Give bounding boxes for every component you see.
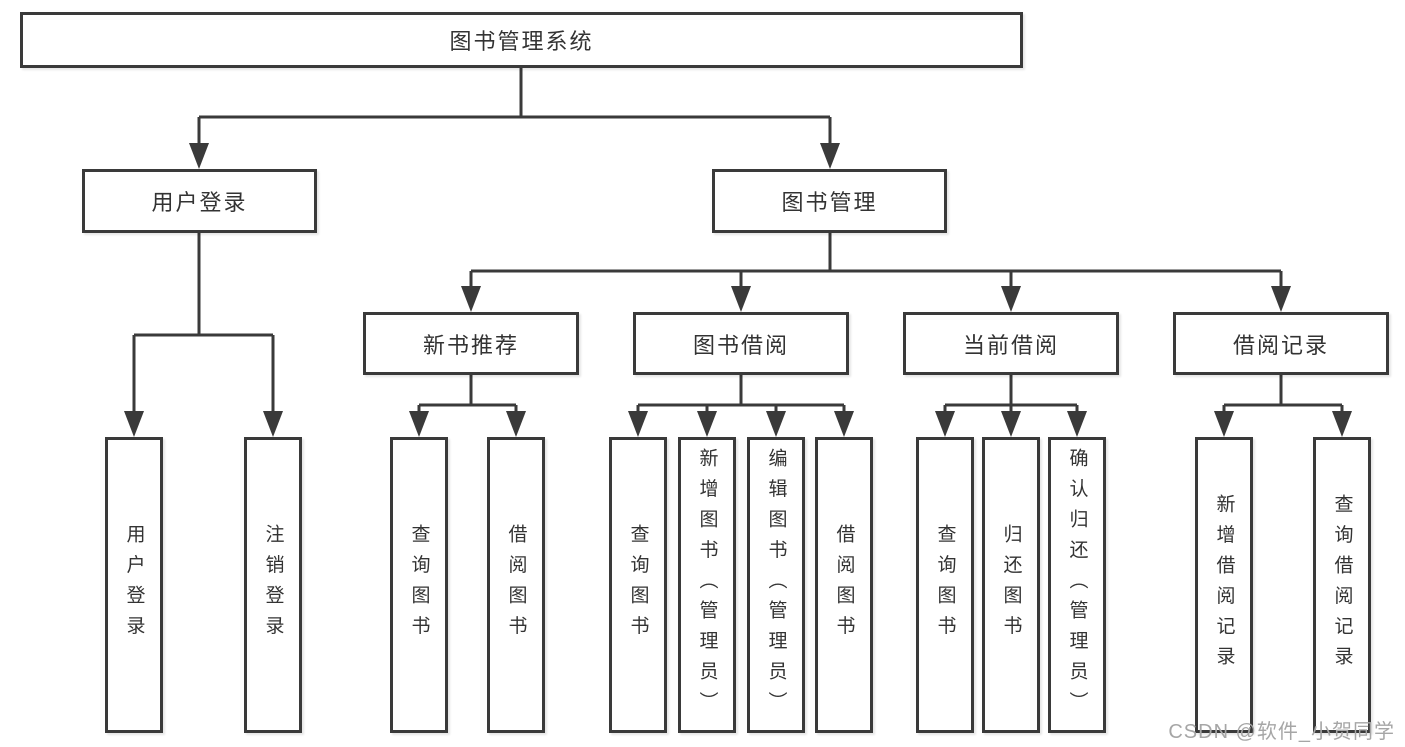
leaf-box-query-books-current: 查询图书 (916, 437, 974, 733)
arrowhead-icon (1001, 411, 1021, 437)
leaf-label-query-books-recommend: 查询图书 (408, 524, 430, 646)
leaf-label-query-borrow-record: 查询借阅记录 (1331, 493, 1353, 677)
leaf-label-add-books-admin: 新增图书（管理员） (696, 448, 718, 722)
node-label-user-login: 用户登录 (151, 190, 248, 215)
leaf-box-query-books-borrow: 查询图书 (609, 437, 667, 733)
connector-borrow-to-leaves (628, 375, 854, 437)
leaf-box-borrow-books-recommend: 借阅图书 (487, 437, 545, 733)
node-box-root: 图书管理系统 (20, 12, 1023, 68)
leaf-label-add-borrow-record: 新增借阅记录 (1213, 493, 1235, 677)
arrowhead-icon (506, 411, 526, 437)
node-label-new-book-recommend: 新书推荐 (422, 332, 519, 358)
leaf-label-edit-books-admin: 编辑图书（管理员） (765, 448, 787, 722)
leaf-label-borrow-books: 借阅图书 (833, 524, 855, 646)
leaf-box-return-books: 归还图书 (982, 437, 1040, 733)
arrowhead-icon (409, 411, 429, 437)
node-box-user-login: 用户登录 (82, 169, 317, 233)
arrowhead-icon (766, 411, 786, 437)
csdn-watermark: CSDN @软件_小贺同学 (1168, 721, 1395, 743)
leaf-label-confirm-return-admin: 确认归还（管理员） (1066, 448, 1088, 722)
arrowhead-icon (1067, 411, 1087, 437)
node-box-book-borrow: 图书借阅 (633, 312, 849, 375)
connector-recommend-to-leaves (409, 375, 526, 437)
arrowhead-icon (461, 286, 481, 312)
node-label-root: 图书管理系统 (449, 29, 594, 54)
leaf-box-query-borrow-record: 查询借阅记录 (1313, 437, 1371, 733)
node-box-book-management: 图书管理 (712, 169, 947, 233)
leaf-label-query-books-current: 查询图书 (934, 524, 956, 646)
node-label-borrow-records: 借阅记录 (1232, 332, 1329, 358)
leaf-label-logout: 注销登录 (262, 524, 284, 646)
connector-current-to-leaves (935, 375, 1087, 437)
leaf-box-query-books-recommend: 查询图书 (390, 437, 448, 733)
leaf-box-add-books-admin: 新增图书（管理员） (678, 437, 736, 733)
node-label-book-management: 图书管理 (781, 190, 878, 215)
connector-bookmgmt-to-level3 (461, 233, 1291, 312)
leaf-label-return-books: 归还图书 (1000, 524, 1022, 646)
node-box-new-book-recommend: 新书推荐 (363, 312, 579, 375)
arrowhead-icon (628, 411, 648, 437)
leaf-box-confirm-return-admin: 确认归还（管理员） (1048, 437, 1106, 733)
leaf-label-borrow-books-recommend: 借阅图书 (505, 524, 527, 646)
leaf-label-user-login: 用户登录 (123, 524, 145, 646)
leaf-box-edit-books-admin: 编辑图书（管理员） (747, 437, 805, 733)
arrowhead-icon (263, 411, 283, 437)
connector-root-to-level2 (189, 68, 840, 169)
node-label-book-borrow: 图书借阅 (692, 332, 789, 358)
arrowhead-icon (1214, 411, 1234, 437)
leaf-box-add-borrow-record: 新增借阅记录 (1195, 437, 1253, 733)
connector-records-to-leaves (1214, 375, 1352, 437)
arrowhead-icon (1001, 286, 1021, 312)
arrowhead-icon (697, 411, 717, 437)
leaf-box-borrow-books: 借阅图书 (815, 437, 873, 733)
arrowhead-icon (1271, 286, 1291, 312)
arrowhead-icon (834, 411, 854, 437)
arrowhead-icon (124, 411, 144, 437)
arrowhead-icon (935, 411, 955, 437)
node-box-current-borrow: 当前借阅 (903, 312, 1119, 375)
connector-userlogin-to-leaves (124, 233, 283, 437)
arrowhead-icon (1332, 411, 1352, 437)
node-label-current-borrow: 当前借阅 (962, 332, 1059, 358)
node-box-borrow-records: 借阅记录 (1173, 312, 1389, 375)
arrowhead-icon (731, 286, 751, 312)
leaf-label-query-books-borrow: 查询图书 (627, 524, 649, 646)
arrowhead-icon (189, 143, 209, 169)
leaf-box-user-login: 用户登录 (105, 437, 163, 733)
arrowhead-icon (820, 143, 840, 169)
leaf-box-logout: 注销登录 (244, 437, 302, 733)
